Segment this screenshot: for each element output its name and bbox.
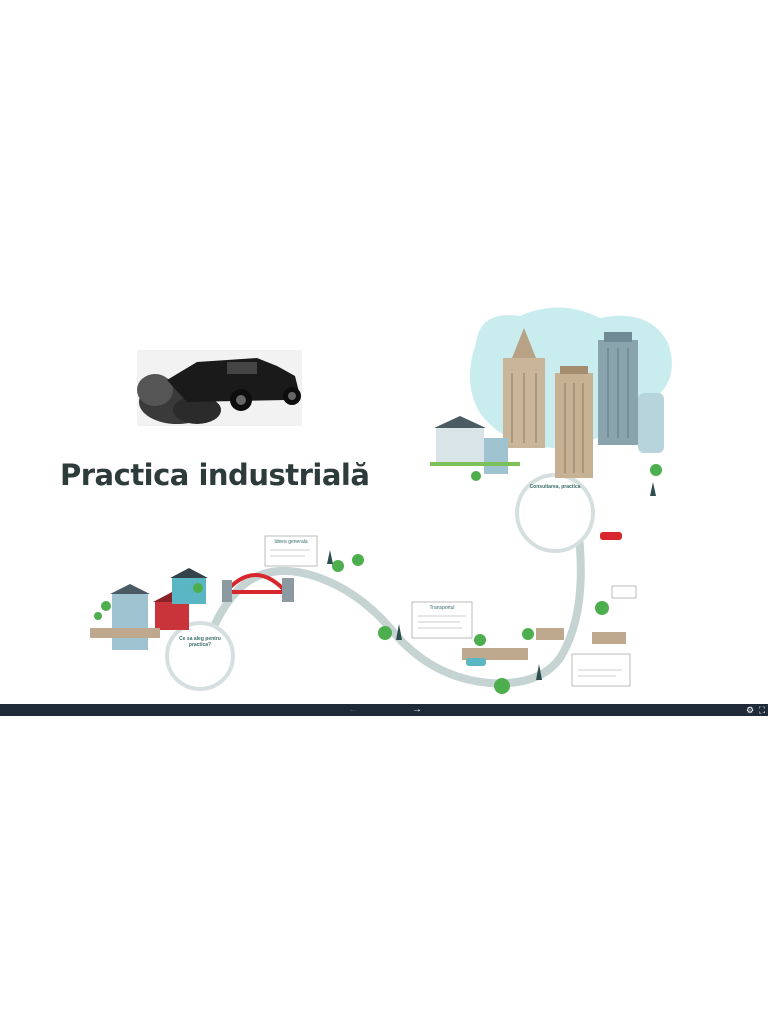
right-bubble-heading: Consultarea, practica	[529, 484, 581, 490]
mid-card-label: Transportul	[429, 605, 455, 611]
prezi-slide: Practica industrială	[0, 288, 768, 704]
truck-smoke-photo	[137, 350, 302, 426]
left-bubble-heading: Ce sa aleg pentru practica?	[179, 636, 221, 648]
top-card-label: Ideea generala	[274, 539, 308, 545]
fullscreen-icon[interactable]: ⛶	[758, 705, 766, 715]
settings-icon[interactable]: ⚙	[745, 705, 755, 715]
slide-title: Practica industrială	[60, 458, 370, 492]
town-illustration	[90, 307, 672, 694]
next-step-button[interactable]: →	[412, 704, 422, 715]
previous-step-button[interactable]: ←	[348, 704, 358, 715]
presentation-toolbar: ← → ⚙ ⛶	[0, 704, 768, 716]
